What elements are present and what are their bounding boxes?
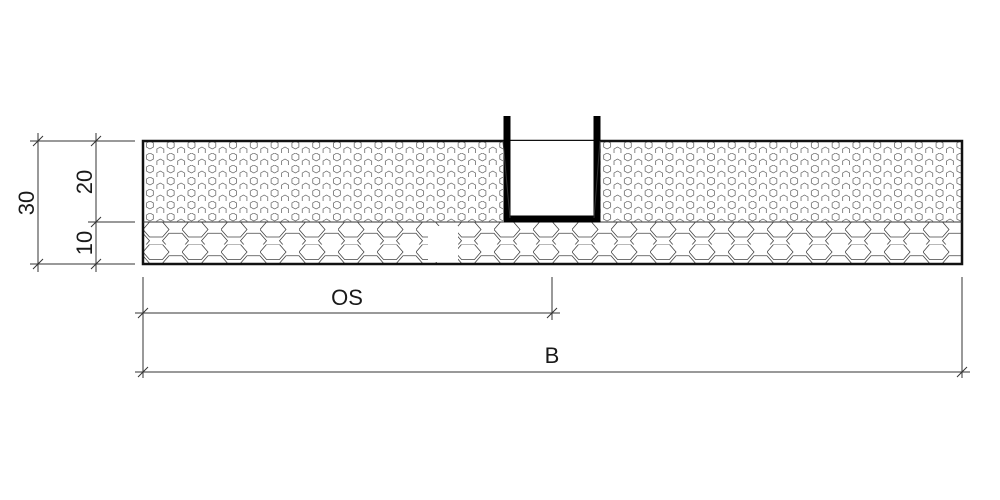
lower-layer-thickness-label: 10 [72, 231, 97, 255]
total-thickness-label: 30 [14, 191, 39, 215]
width-label: B [545, 343, 560, 368]
dimension-offset: OS [135, 277, 560, 320]
upper-layer [143, 141, 962, 222]
dimension-width: B [135, 277, 970, 378]
u-channel-profile [502, 116, 601, 223]
offset-label: OS [331, 285, 363, 310]
lower-layer [143, 222, 962, 264]
upper-layer-thickness-label: 20 [72, 170, 97, 194]
dimension-total-thickness: 30 [14, 133, 135, 272]
dimension-layer-thickness: 20 10 [72, 133, 135, 272]
